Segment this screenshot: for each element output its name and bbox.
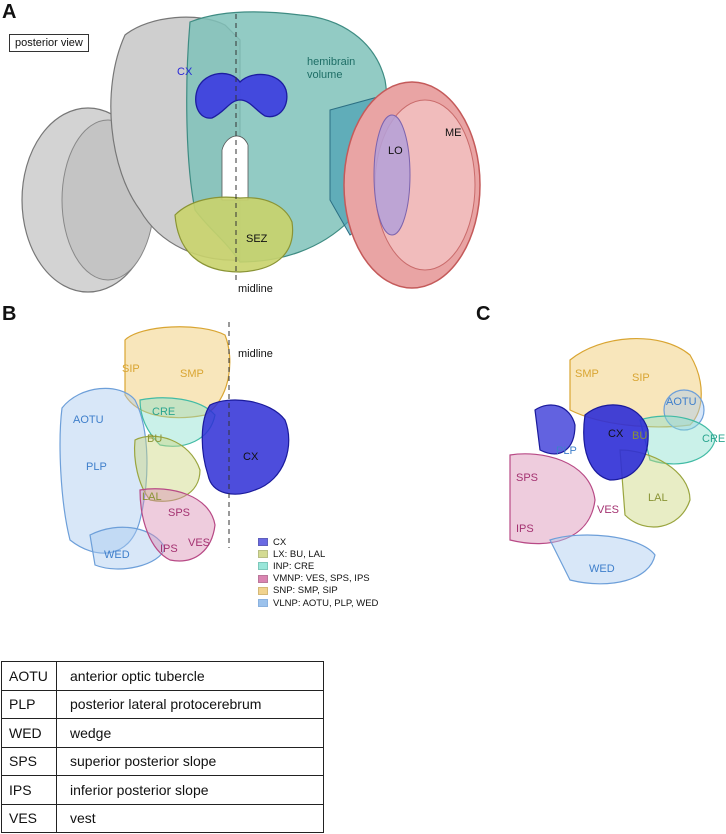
c-cx-region bbox=[583, 404, 649, 481]
b-label-ves: VES bbox=[188, 537, 211, 549]
c-aotu-region bbox=[663, 389, 705, 431]
b-label-sip: SIP bbox=[122, 363, 140, 375]
table-row: PLP posterior lateral protocerebrum bbox=[1, 689, 324, 719]
c-label-aotu: AOTU bbox=[666, 396, 697, 408]
b-label-cre: CRE bbox=[152, 406, 176, 418]
legend-label: VLNP: AOTU, PLP, WED bbox=[273, 597, 379, 609]
a-label-cx: CX bbox=[177, 66, 193, 78]
c-lal-region bbox=[619, 449, 691, 528]
table-row: VES vest bbox=[1, 803, 324, 833]
c-cre-region bbox=[639, 415, 716, 465]
b-label-aotu: AOTU bbox=[73, 414, 104, 426]
a-label-sez: SEZ bbox=[246, 233, 268, 245]
b-label-smp: SMP bbox=[180, 368, 204, 380]
c-label-lal: LAL bbox=[648, 492, 668, 504]
subesophageal-zone-sez bbox=[174, 196, 294, 273]
c-vmnp-region bbox=[509, 453, 596, 545]
b-vmnp-region bbox=[139, 488, 216, 562]
name-cell: wedge bbox=[56, 718, 324, 748]
a-label-hemibrain-1: hemibrain bbox=[307, 56, 356, 68]
name-cell: vest bbox=[56, 803, 324, 833]
abbr-cell: PLP bbox=[1, 689, 57, 719]
abbr-cell: AOTU bbox=[1, 661, 57, 691]
panel-a-brain bbox=[21, 11, 481, 293]
c-label-wed: WED bbox=[589, 563, 615, 575]
b-label-cx: CX bbox=[243, 451, 259, 463]
b-snp-region bbox=[124, 326, 231, 419]
table-row: SPS superior posterior slope bbox=[1, 746, 324, 776]
b-inp-region bbox=[139, 397, 216, 447]
c-label-smp: SMP bbox=[575, 368, 599, 380]
c-label-cx: CX bbox=[608, 428, 624, 440]
table-row: WED wedge bbox=[1, 718, 324, 748]
lobula-lo bbox=[373, 114, 411, 236]
central-complex-cx bbox=[195, 72, 288, 119]
c-plp-blue-region bbox=[534, 404, 576, 455]
b-label-midline: midline bbox=[238, 348, 273, 360]
legend-item: CX bbox=[258, 536, 378, 548]
abbr-cell: VES bbox=[1, 803, 57, 833]
panel-letter-a: A bbox=[2, 1, 17, 23]
b-cx-region bbox=[201, 399, 290, 495]
legend-label: VMNP: VES, SPS, IPS bbox=[273, 573, 370, 585]
abbr-cell: SPS bbox=[1, 746, 57, 776]
b-label-bu: BU bbox=[147, 433, 163, 445]
legend-label: CX bbox=[273, 536, 287, 548]
legend-swatch bbox=[258, 562, 268, 571]
c-label-bu: BU bbox=[632, 430, 648, 442]
b-label-sps: SPS bbox=[168, 507, 191, 519]
legend-swatch bbox=[258, 538, 268, 547]
c-label-sip: SIP bbox=[632, 372, 650, 384]
b-label-wed: WED bbox=[104, 549, 130, 561]
c-label-cre: CRE bbox=[702, 433, 726, 445]
panel-b-legend: CX LX: BU, LAL INP: CRE VMNP: VES, SPS, … bbox=[258, 536, 378, 609]
legend-swatch bbox=[258, 550, 268, 559]
legend-swatch bbox=[258, 586, 268, 595]
b-label-plp: PLP bbox=[86, 461, 107, 473]
name-cell: inferior posterior slope bbox=[56, 775, 324, 805]
panel-letter-b: B bbox=[2, 303, 17, 325]
name-cell: superior posterior slope bbox=[56, 746, 324, 776]
a-label-me: ME bbox=[445, 127, 462, 139]
a-label-midline: midline bbox=[238, 283, 273, 295]
legend-item: VLNP: AOTU, PLP, WED bbox=[258, 597, 378, 609]
c-label-plp: PLP bbox=[556, 445, 577, 457]
legend-item: SNP: SMP, SIP bbox=[258, 585, 378, 597]
a-label-hemibrain-2: volume bbox=[307, 69, 343, 81]
panel-letter-c: C bbox=[476, 303, 491, 325]
c-label-ves: VES bbox=[597, 504, 620, 516]
legend-swatch bbox=[258, 599, 268, 608]
panel-c-regions bbox=[509, 338, 716, 585]
b-vlnp-region bbox=[59, 387, 148, 554]
legend-swatch bbox=[258, 574, 268, 583]
name-cell: posterior lateral protocerebrum bbox=[56, 689, 324, 719]
a-label-lo: LO bbox=[388, 145, 403, 157]
abbr-cell: WED bbox=[1, 718, 57, 748]
table-row: AOTU anterior optic tubercle bbox=[1, 661, 324, 691]
legend-item: VMNP: VES, SPS, IPS bbox=[258, 573, 378, 585]
posterior-view-label: posterior view bbox=[9, 34, 89, 52]
panel-b-regions bbox=[59, 322, 290, 570]
legend-label: LX: BU, LAL bbox=[273, 548, 326, 560]
c-wed-region bbox=[549, 534, 656, 585]
legend-item: LX: BU, LAL bbox=[258, 548, 378, 560]
abbreviation-table: AOTU anterior optic tubercle PLP posteri… bbox=[1, 661, 324, 833]
legend-label: INP: CRE bbox=[273, 560, 315, 572]
c-label-sps: SPS bbox=[516, 472, 539, 484]
c-label-ips: IPS bbox=[516, 523, 534, 535]
name-cell: anterior optic tubercle bbox=[56, 661, 324, 691]
b-wed-region bbox=[89, 526, 166, 570]
legend-label: SNP: SMP, SIP bbox=[273, 585, 338, 597]
b-label-ips: IPS bbox=[160, 543, 178, 555]
table-row: IPS inferior posterior slope bbox=[1, 775, 324, 805]
abbr-cell: IPS bbox=[1, 775, 57, 805]
legend-item: INP: CRE bbox=[258, 560, 378, 572]
b-label-lal: LAL bbox=[142, 491, 162, 503]
